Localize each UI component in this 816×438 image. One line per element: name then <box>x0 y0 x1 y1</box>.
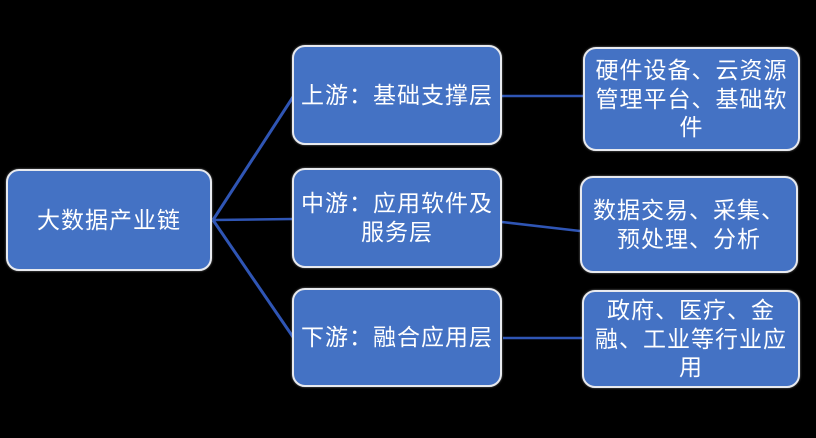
detail-node-downstream: 政府、医疗、金融、工业等行业应用 <box>582 290 800 388</box>
detail-node-upstream: 硬件设备、云资源管理平台、基础软件 <box>583 47 800 151</box>
detail-label-upstream: 硬件设备、云资源管理平台、基础软件 <box>595 56 788 141</box>
tier-node-downstream: 下游：融合应用层 <box>292 288 502 387</box>
tier-label-midstream: 中游：应用软件及服务层 <box>301 190 493 245</box>
connector-midstream-detail <box>501 220 581 233</box>
tier-node-midstream: 中游：应用软件及服务层 <box>292 168 502 268</box>
connector-root-midstream <box>212 217 294 222</box>
tier-node-upstream: 上游：基础支撑层 <box>292 45 502 145</box>
tier-label-downstream: 下游：融合应用层 <box>301 324 493 351</box>
root-node: 大数据产业链 <box>6 169 212 271</box>
detail-label-midstream: 数据交易、采集、预处理、分析 <box>593 196 785 252</box>
root-label: 大数据产业链 <box>37 206 181 233</box>
connector-root-upstream <box>211 96 295 221</box>
detail-node-midstream: 数据交易、采集、预处理、分析 <box>580 176 798 273</box>
detail-label-downstream: 政府、医疗、金融、工业等行业应用 <box>595 296 787 381</box>
connector-root-downstream <box>211 219 295 338</box>
tier-label-upstream: 上游：基础支撑层 <box>301 81 493 108</box>
